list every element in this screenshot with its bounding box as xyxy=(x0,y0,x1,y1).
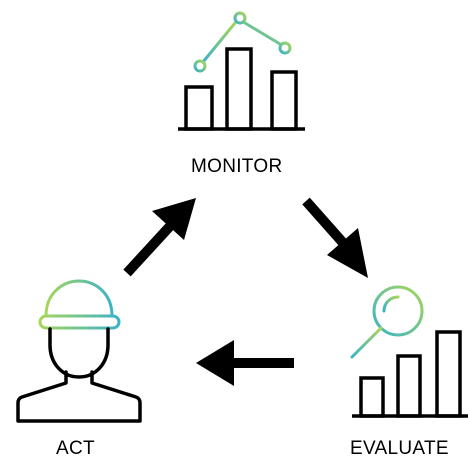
monitor-trend-line-icon xyxy=(193,11,292,73)
magnifier-icon xyxy=(350,285,424,359)
worker-body-icon xyxy=(16,327,142,423)
monitor-label: MONITOR xyxy=(191,156,283,177)
hardhat-icon xyxy=(38,279,121,330)
act-label: ACT xyxy=(56,438,95,459)
arrow-act-to-monitor xyxy=(123,198,196,277)
evaluate-bars-icon xyxy=(352,330,468,418)
monitor-chart-icon xyxy=(178,11,305,131)
evaluate-label: EVALUATE xyxy=(350,438,449,459)
evaluate-chart-icon xyxy=(350,285,468,418)
monitor-bars-icon xyxy=(178,47,305,131)
worker-hardhat-icon xyxy=(16,279,142,423)
arrow-evaluate-to-act xyxy=(196,340,294,386)
arrow-monitor-to-evaluate xyxy=(302,197,368,278)
